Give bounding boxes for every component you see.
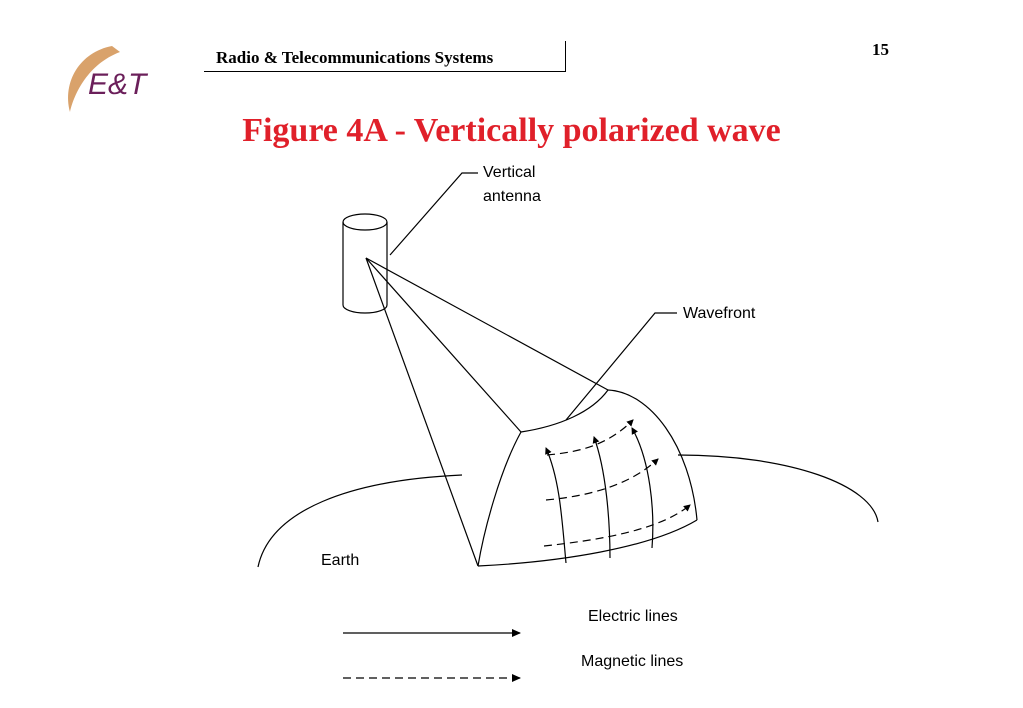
figure-title: Figure 4A - Vertically polarized wave (242, 112, 781, 149)
antenna-leader-line (389, 172, 478, 256)
cone-edge-top (365, 257, 609, 391)
wavefront-surface (477, 389, 698, 567)
electric-field-line (631, 427, 654, 549)
wavefront-leader-line (565, 312, 677, 421)
logo-text: E&T (88, 68, 149, 101)
header-underline (204, 71, 566, 72)
wavefront-label: Wavefront (683, 305, 756, 322)
magnetic-field-line (545, 458, 659, 501)
cone-edge-middle (365, 257, 522, 433)
earth-outline-left (257, 474, 463, 568)
electric-field-line (592, 436, 611, 559)
antenna-label: Vertical antenna (483, 161, 541, 209)
earth-label: Earth (321, 552, 360, 569)
legend-electric-label: Electric lines (588, 608, 678, 625)
header-divider (565, 41, 566, 72)
antenna-icon (342, 213, 388, 314)
page-number: 15 (872, 40, 889, 59)
et-logo: E&T (60, 42, 180, 122)
logo-swoosh (68, 46, 120, 112)
antenna-label-line1: Vertical (483, 164, 536, 181)
earth-outline-right (677, 454, 879, 523)
magnetic-field-line (546, 419, 634, 456)
cone-edge-bottom (365, 257, 479, 567)
course-title: Radio & Telecommunications Systems (216, 48, 494, 67)
antenna-label-line2: antenna (483, 188, 541, 205)
magnetic-field-line (543, 504, 691, 547)
legend-magnetic-label: Magnetic lines (581, 653, 684, 670)
electric-field-line (545, 447, 567, 564)
